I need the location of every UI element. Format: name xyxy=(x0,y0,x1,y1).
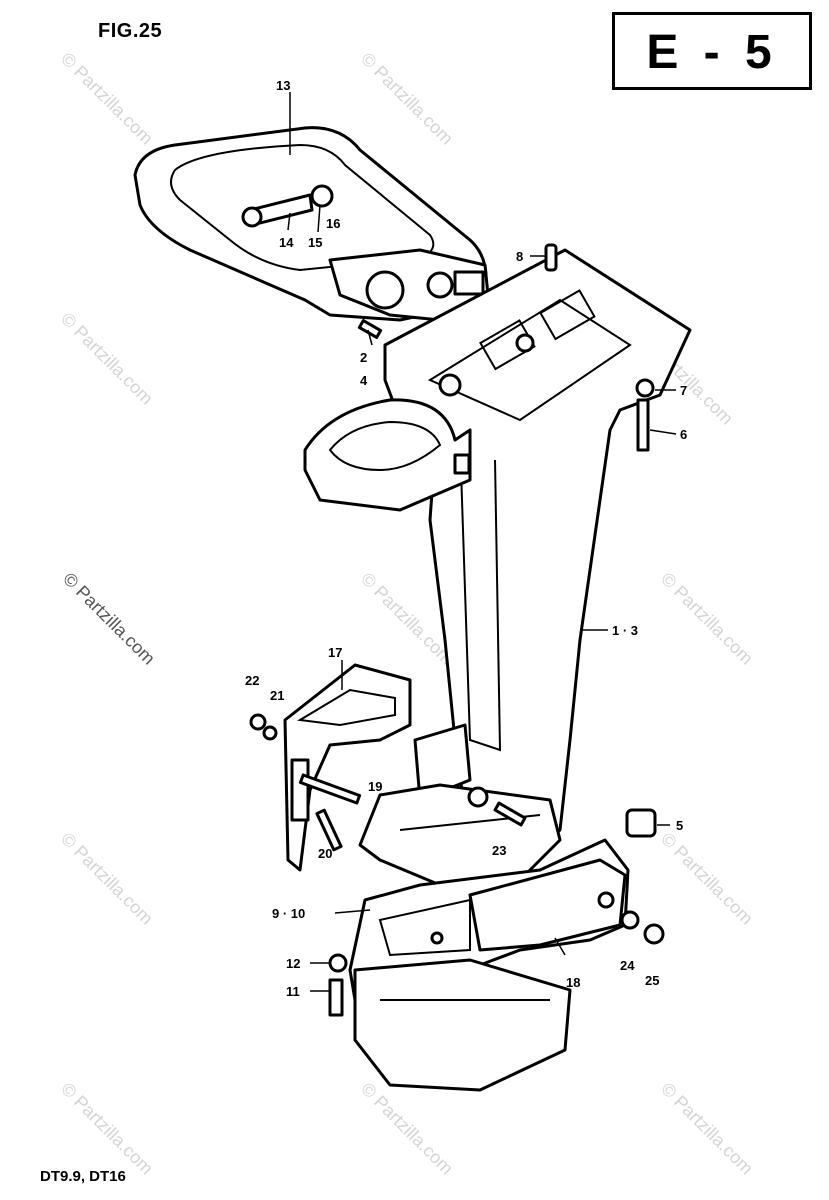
watermark: © Partzilla.com xyxy=(57,49,157,149)
callout-25: 25 xyxy=(645,973,659,988)
watermark: © Partzilla.com xyxy=(59,569,159,669)
callout-7: 7 xyxy=(680,383,687,398)
callout-labels: 13 14 15 16 8 2 4 7 6 1 · 3 17 22 21 19 … xyxy=(245,78,687,999)
anti-ventilation-plate xyxy=(348,838,630,1092)
callout-24: 24 xyxy=(620,958,635,973)
callout-12: 12 xyxy=(286,956,300,971)
model-label: DT9.9, DT16 xyxy=(40,1168,126,1185)
upper-mount-frame xyxy=(133,126,490,322)
callout-14: 14 xyxy=(279,235,294,250)
figure-label: FIG.25 xyxy=(98,20,163,42)
watermark: © Partzilla.com xyxy=(357,49,457,149)
leader-lines xyxy=(287,92,677,992)
callout-19: 19 xyxy=(368,779,382,794)
callout-21: 21 xyxy=(270,688,284,703)
callout-18: 18 xyxy=(566,975,580,990)
callout-8: 8 xyxy=(516,249,523,264)
callout-13: 13 xyxy=(276,78,290,93)
lower-mount xyxy=(283,663,412,872)
callout-16: 16 xyxy=(326,216,340,231)
clamp-bracket xyxy=(303,398,472,512)
callout-1-3: 1 · 3 xyxy=(612,623,638,638)
watermark: © Partzilla.com xyxy=(357,1079,457,1179)
callout-4: 4 xyxy=(360,373,368,388)
callout-17: 17 xyxy=(328,645,342,660)
callout-15: 15 xyxy=(308,235,322,250)
section-code-box: E - 5 xyxy=(612,12,812,90)
drive-shaft-housing xyxy=(358,248,692,887)
callout-22: 22 xyxy=(245,673,259,688)
watermark: © Partzilla.com xyxy=(657,829,757,929)
callout-23: 23 xyxy=(492,843,506,858)
callout-11: 11 xyxy=(286,984,300,999)
callout-5: 5 xyxy=(676,818,683,833)
watermark: © Partzilla.com xyxy=(57,829,157,929)
callout-20: 20 xyxy=(318,846,332,861)
watermark: © Partzilla.com xyxy=(657,1079,757,1179)
fasteners xyxy=(249,243,665,1017)
watermark: © Partzilla.com xyxy=(57,1079,157,1179)
section-code: E - 5 xyxy=(646,26,778,79)
watermark: © Partzilla.com xyxy=(57,309,157,409)
watermark: © Partzilla.com xyxy=(657,569,757,669)
callout-6: 6 xyxy=(680,427,687,442)
callout-2: 2 xyxy=(360,350,367,365)
callout-9-10: 9 · 10 xyxy=(272,906,305,921)
